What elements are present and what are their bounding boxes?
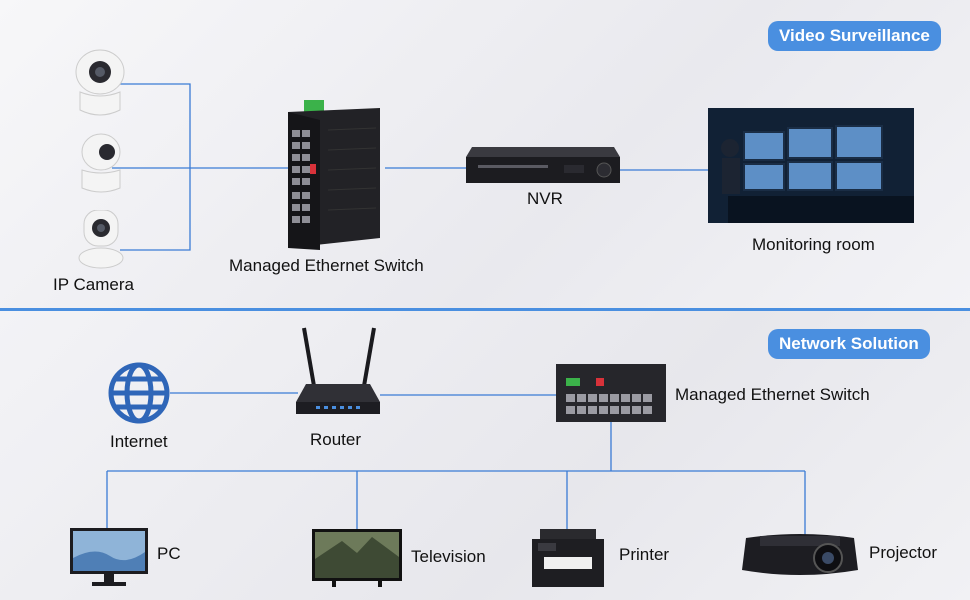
top-switch-label: Managed Ethernet Switch xyxy=(229,256,424,275)
network-solution-badge: Network Solution xyxy=(768,329,930,359)
router-icon xyxy=(296,327,380,414)
pc-monitor-icon xyxy=(70,528,148,586)
bottom-switch-label: Managed Ethernet Switch xyxy=(675,385,870,404)
pc-label: PC xyxy=(157,544,181,563)
router-label: Router xyxy=(310,430,362,449)
television-icon xyxy=(312,529,402,587)
wire-switch-clients xyxy=(106,422,806,535)
printer-label: Printer xyxy=(619,545,670,564)
projector-icon xyxy=(742,534,858,575)
section-divider xyxy=(0,308,970,311)
ip-camera-label: IP Camera xyxy=(53,275,134,294)
globe-icon xyxy=(108,362,170,424)
television-label: Television xyxy=(411,547,486,566)
ip-camera-icon xyxy=(78,210,124,269)
monitoring-room-image xyxy=(708,108,914,223)
nvr-icon xyxy=(466,147,620,183)
managed-switch-icon xyxy=(288,100,380,250)
managed-switch-icon xyxy=(556,364,666,422)
monitoring-room-label: Monitoring room xyxy=(752,235,875,254)
projector-label: Projector xyxy=(869,543,938,562)
ip-camera-icon xyxy=(81,133,121,193)
internet-label: Internet xyxy=(110,432,168,451)
ip-camera-icon xyxy=(75,49,125,116)
wire-camera-bus xyxy=(120,83,191,251)
nvr-label: NVR xyxy=(527,189,563,208)
printer-icon xyxy=(532,529,604,587)
video-surveillance-badge: Video Surveillance xyxy=(768,21,941,51)
